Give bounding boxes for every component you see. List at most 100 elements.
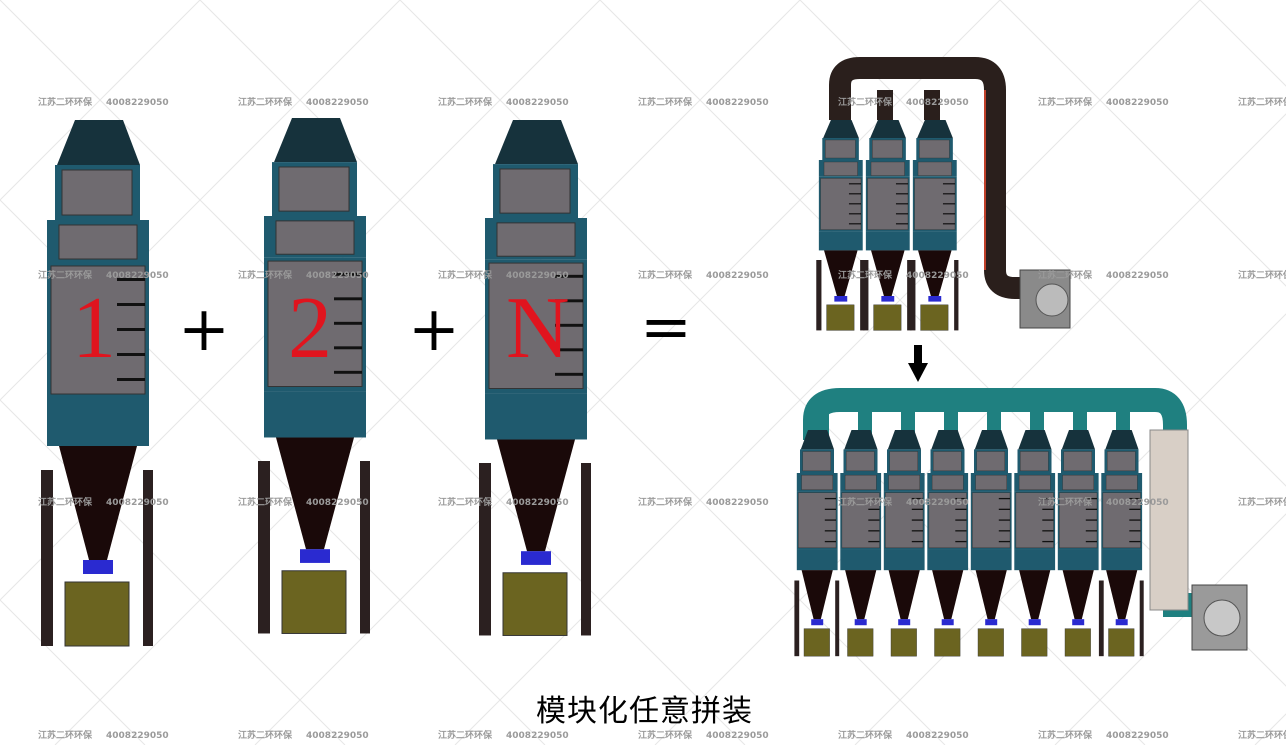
hopper xyxy=(801,570,833,620)
upper-panel xyxy=(846,451,875,472)
top-hood xyxy=(844,430,878,450)
clamp-handle xyxy=(824,530,836,532)
support-leg xyxy=(1139,580,1144,657)
top-hood xyxy=(887,430,921,450)
support-leg xyxy=(41,470,53,646)
top-hood xyxy=(1061,430,1095,450)
clamp-handle xyxy=(868,540,880,543)
watermark-line xyxy=(854,313,1286,745)
lower-band xyxy=(970,549,1012,571)
module-label-2: 2 xyxy=(288,280,332,377)
top-hood xyxy=(870,120,906,138)
middle-panel xyxy=(1018,474,1051,490)
middle-panel xyxy=(801,474,834,490)
top-hood xyxy=(917,120,953,138)
dust-bin xyxy=(977,628,1004,657)
middle-panel xyxy=(888,474,921,490)
clamp-handle xyxy=(955,530,967,532)
upper-panel xyxy=(919,139,950,159)
lower-band xyxy=(818,231,863,251)
watermark-line xyxy=(654,113,1286,745)
discharge-valve xyxy=(811,619,824,626)
clamp-handle xyxy=(895,183,908,185)
clamp-handle xyxy=(911,519,923,521)
clamp-handle xyxy=(942,193,955,195)
discharge-valve xyxy=(1115,619,1128,626)
clamp-handle xyxy=(868,497,880,500)
main-panel xyxy=(841,492,880,549)
clamp-handle xyxy=(998,497,1010,500)
support-leg xyxy=(910,260,916,331)
clamp-handle xyxy=(555,299,583,303)
clamp-handle xyxy=(1042,508,1054,510)
lower-band xyxy=(883,549,925,571)
middle-panel xyxy=(1062,474,1095,490)
middle-panel xyxy=(275,220,355,255)
clamp-handle xyxy=(1085,497,1097,500)
support-leg xyxy=(907,260,912,331)
lower-band xyxy=(1014,549,1056,571)
lower-band xyxy=(840,549,882,571)
watermark-line xyxy=(0,199,546,745)
upper-panel xyxy=(933,451,962,472)
upper-panel xyxy=(1020,451,1049,472)
plus-sign-2: + xyxy=(408,292,460,365)
clamp-handle xyxy=(895,223,908,225)
dust-bin xyxy=(920,304,949,331)
clamp-handle xyxy=(555,372,583,376)
upper-panel xyxy=(802,451,832,472)
clamp-handle xyxy=(1129,540,1141,543)
lower-band xyxy=(865,231,910,251)
clamp-handle xyxy=(334,297,362,301)
clamp-handle xyxy=(1129,519,1141,521)
filter-module xyxy=(863,120,912,331)
dust-bin xyxy=(803,628,830,657)
upper-panel xyxy=(499,168,571,214)
clamp-handle xyxy=(955,497,967,500)
clamp-handle xyxy=(117,328,145,331)
lower-band xyxy=(927,549,969,571)
clamp-handle xyxy=(848,203,861,205)
clamp-handle xyxy=(998,519,1010,521)
clamp-handle xyxy=(1129,497,1141,500)
clamp-handle xyxy=(555,348,583,352)
clamp-handle xyxy=(942,183,955,185)
clamp-handle xyxy=(955,519,967,521)
filter-module xyxy=(840,430,882,657)
clamp-handle xyxy=(848,223,861,225)
arrow-down-icon xyxy=(914,345,922,365)
hopper xyxy=(59,446,137,560)
support-leg xyxy=(581,463,591,636)
support-leg xyxy=(816,260,822,331)
hopper xyxy=(276,437,354,550)
filter-module xyxy=(479,120,591,636)
watermark-line xyxy=(0,0,401,401)
clamp-handle xyxy=(1042,540,1054,543)
dust-bin xyxy=(826,304,855,331)
clamp-handle xyxy=(998,540,1010,543)
clamp-handle xyxy=(334,346,362,350)
filter-module xyxy=(927,430,969,657)
filter-module xyxy=(883,430,925,657)
fan-wheel xyxy=(1203,599,1241,637)
lower-band xyxy=(485,393,587,440)
support-leg xyxy=(860,260,865,331)
discharge-valve xyxy=(898,619,911,626)
filter-module xyxy=(1014,430,1056,657)
dust-bin xyxy=(1108,628,1135,657)
clamp-handle xyxy=(334,272,362,276)
clamp-handle xyxy=(334,370,362,374)
clamp-handle xyxy=(117,303,145,306)
top-hood xyxy=(1018,430,1052,450)
discharge-valve xyxy=(881,296,895,302)
discharge-valve xyxy=(1072,619,1085,626)
discharge-valve xyxy=(83,560,113,574)
module-label-n: N xyxy=(506,280,570,377)
clamp-handle xyxy=(998,530,1010,532)
support-leg xyxy=(479,463,491,636)
middle-panel xyxy=(870,161,905,176)
clamp-handle xyxy=(1129,530,1141,532)
clamp-handle xyxy=(848,183,861,185)
